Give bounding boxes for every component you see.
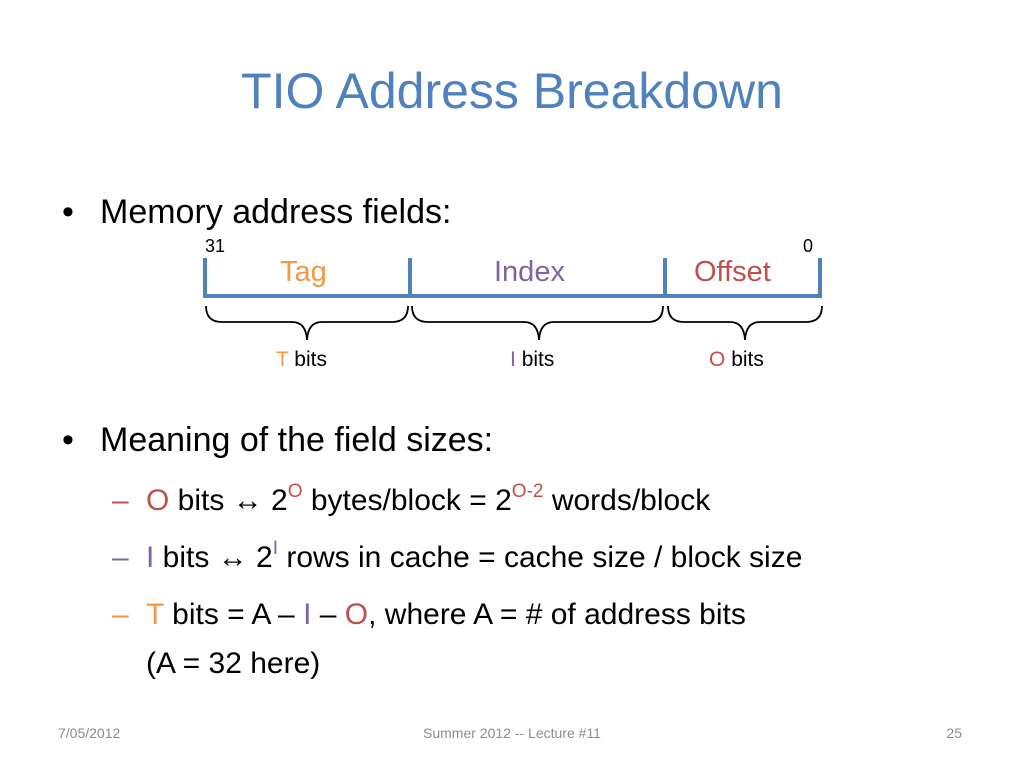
text-segment: – xyxy=(311,598,345,631)
field-tag-label: Tag xyxy=(280,256,327,288)
subbullet-tag-note: (A = 32 here) xyxy=(146,647,321,680)
bullet-text: Meaning of the field sizes: xyxy=(100,421,494,459)
bullet-text: Memory address fields: xyxy=(100,193,452,231)
footer-date: 7/05/2012 xyxy=(58,725,121,741)
offset-bits-label: O bits xyxy=(709,348,764,372)
footer-page-number: 25 xyxy=(946,725,962,741)
o-minus-2-superscript: O-2 xyxy=(511,481,544,502)
footer-course: Summer 2012 -- Lecture #11 xyxy=(423,725,601,741)
bits-word: bits xyxy=(294,348,327,371)
dash-marker: – xyxy=(112,484,129,517)
subbullet-offset: –O bits ↔ 2O bytes/block = 2O-2 words/bl… xyxy=(112,481,711,519)
bits-word: bits xyxy=(521,348,555,371)
text-segment: , where A = # of address bits xyxy=(368,598,746,631)
offset-brace xyxy=(667,305,823,341)
o-variable: O xyxy=(344,598,369,631)
bullet-field-sizes: • Meaning of the field sizes: xyxy=(62,420,493,461)
text-segment: words/block xyxy=(543,484,711,517)
tag-brace xyxy=(205,305,409,341)
text-segment: bits ↔ 2 xyxy=(154,541,273,574)
bullet-memory-fields: • Memory address fields: xyxy=(62,192,451,233)
index-bits-label: I bits xyxy=(510,348,554,372)
t-variable: T xyxy=(276,348,289,371)
text-segment: bytes/block = 2 xyxy=(302,484,512,517)
bit-number-high: 31 xyxy=(205,236,226,256)
subbullet-index: –I bits ↔ 2I rows in cache = cache size … xyxy=(112,538,803,576)
i-variable: I xyxy=(146,541,155,574)
dash-marker: – xyxy=(112,541,129,574)
index-brace xyxy=(411,305,664,341)
subbullet-tag: –T bits = A – I – O, where A = # of addr… xyxy=(112,597,746,633)
t-variable: T xyxy=(146,598,164,631)
i-superscript: I xyxy=(272,538,278,559)
o-superscript: O xyxy=(287,481,303,502)
dash-marker: – xyxy=(112,598,129,631)
bullet-dot: • xyxy=(62,193,74,231)
text-segment: rows in cache = cache size / block size xyxy=(278,541,803,574)
bits-word: bits xyxy=(731,348,764,371)
o-variable: O xyxy=(146,484,170,517)
text-segment: bits = A – xyxy=(163,598,304,631)
field-index-label: Index xyxy=(494,256,565,288)
tag-bits-label: T bits xyxy=(276,348,327,372)
slide-title: TIO Address Breakdown xyxy=(241,63,783,119)
i-variable: I xyxy=(303,598,312,631)
bullet-dot: • xyxy=(62,421,74,459)
o-variable: O xyxy=(709,348,726,371)
i-variable: I xyxy=(510,348,516,371)
text-segment: bits ↔ 2 xyxy=(169,484,288,517)
address-bar-graphic xyxy=(203,258,823,341)
bit-number-low: 0 xyxy=(803,236,814,256)
field-offset-label: Offset xyxy=(694,256,771,288)
